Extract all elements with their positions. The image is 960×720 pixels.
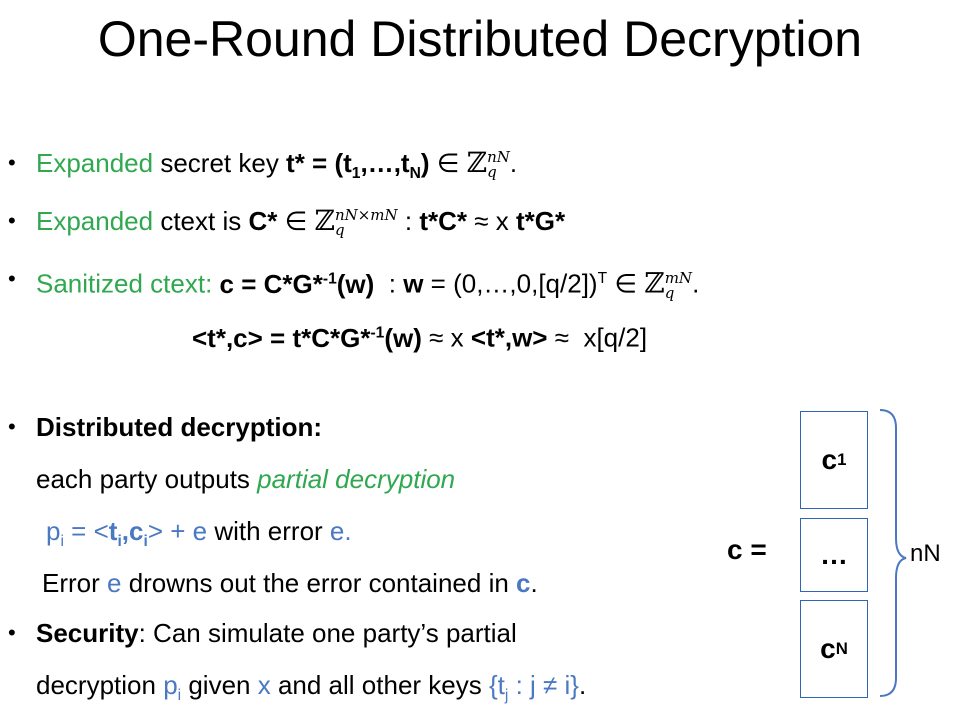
right-brace-icon <box>879 409 907 697</box>
distributed-decryption-heading: Distributed decryption: <box>36 412 323 442</box>
bullet-2: • <box>8 208 16 233</box>
colon: : <box>388 268 396 299</box>
sanitized-label: Sanitized ctext: <box>36 268 213 299</box>
security-continuation-line: decryption pi given x and all other keys… <box>36 670 587 705</box>
element-of-symbol: ∈ <box>284 206 308 236</box>
c-vector-label: c = <box>727 534 767 565</box>
partial-decryption-term: partial decryption <box>257 464 456 494</box>
inner-product-lhs: <t*,c> = t*C*G*-1(w) <box>192 322 422 353</box>
pi-var: pi <box>163 670 182 705</box>
colon: : <box>404 206 413 236</box>
approx-symbol-2: ≈ <box>554 322 569 353</box>
x-var: x <box>450 322 464 353</box>
period: . <box>692 268 700 299</box>
element-of-symbol: ∈ <box>436 148 460 178</box>
period: . <box>509 148 518 178</box>
inner-product-formula: <t*,c> = t*C*G*-1(w) ≈ x <t*,w> ≈ x[q/2] <box>192 316 647 355</box>
cstar-expr: C* <box>248 206 278 236</box>
bullet-5: • <box>8 620 16 645</box>
w-value: = (0,…,0,[q/2]) <box>423 268 598 299</box>
secret-key-text: secret key <box>153 148 287 178</box>
error-var: e <box>107 568 122 598</box>
result-expr: x[q/2] <box>583 322 648 353</box>
c-var: c <box>516 568 531 598</box>
bullet-1: • <box>8 150 16 175</box>
error-var: e. <box>329 516 352 546</box>
approx-symbol: ≈ <box>429 322 444 353</box>
page-title: One-Round Distributed Decryption <box>97 11 863 67</box>
integer-ring-symbol: ℤ <box>644 266 665 300</box>
approx-symbol: ≈ <box>474 206 489 236</box>
x-var: x <box>495 206 509 236</box>
ctext-is-text: ctext is <box>153 206 249 236</box>
security-line: Security: Can simulate one party’s parti… <box>36 618 517 648</box>
tg-expr: t*G* <box>516 206 566 236</box>
tstar-expr: t* = (t1,…,tN) <box>286 148 430 183</box>
expanded-word: Expanded <box>36 148 154 178</box>
transpose: T <box>597 270 608 287</box>
element-of-symbol: ∈ <box>614 268 638 299</box>
tc-expr: t*C* <box>419 206 468 236</box>
error-drowns-line: Error e drowns out the error contained i… <box>42 568 538 598</box>
nN-label: nN <box>910 540 941 567</box>
pi-definition-line: pi = <ti,ci> + e with error e. <box>46 516 352 551</box>
w-var: w <box>403 268 424 299</box>
security-label: Security <box>36 618 139 648</box>
x-var: x <box>257 670 271 700</box>
sanitized-ctext-line: Sanitized ctext: c = C*G*-1(w) : w = (0,… <box>36 262 699 301</box>
ellipsis-block: … <box>800 518 868 592</box>
pi-expr: pi = <ti,ci> + e <box>46 516 208 551</box>
bullet-3: • <box>8 266 16 291</box>
integer-ring-symbol: ℤ <box>466 146 488 179</box>
bullet-4: • <box>8 414 16 439</box>
keys-set: {tj : j ≠ i} <box>488 670 579 705</box>
c-expr: c = C*G*-1(w) <box>219 268 375 299</box>
tw-inner-product: <t*,w> <box>470 322 548 353</box>
expanded-word: Expanded <box>36 206 154 236</box>
integer-ring-symbol: ℤ <box>314 204 335 237</box>
partial-decryption-line: each party outputs partial decryption <box>36 464 456 494</box>
